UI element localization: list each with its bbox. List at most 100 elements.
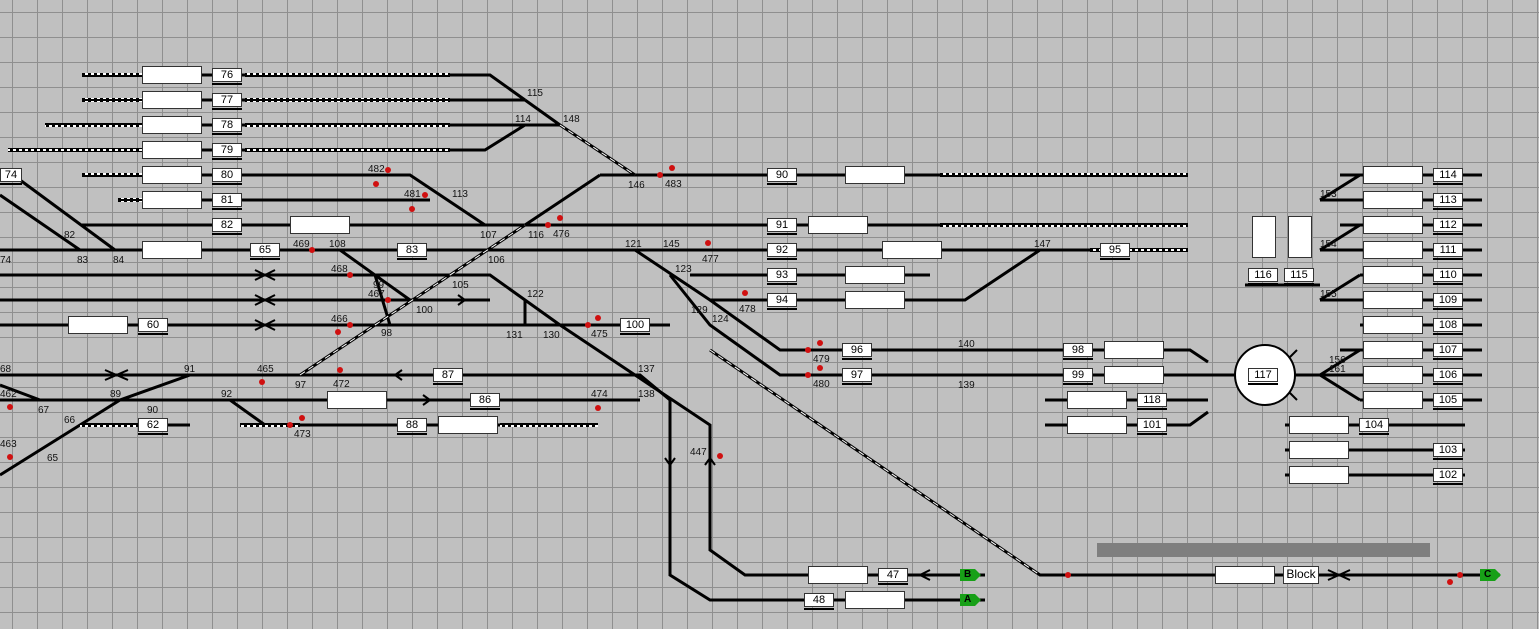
signal-number[interactable]: 474 bbox=[591, 389, 608, 400]
train-box-vertical[interactable] bbox=[1252, 216, 1276, 258]
train-box[interactable] bbox=[845, 591, 905, 609]
track-label[interactable]: 112 bbox=[1433, 218, 1463, 235]
track-right-switches[interactable] bbox=[1319, 173, 1361, 402]
track-label[interactable]: 106 bbox=[1433, 368, 1463, 385]
track-275[interactable] bbox=[0, 273, 561, 327]
train-box[interactable] bbox=[142, 66, 202, 84]
track-label[interactable]: 78 bbox=[212, 118, 242, 135]
train-box[interactable] bbox=[1363, 316, 1423, 334]
signal-number[interactable]: 476 bbox=[553, 229, 570, 240]
track-diag-122[interactable] bbox=[523, 300, 560, 327]
track-label[interactable]: 95 bbox=[1100, 243, 1130, 260]
track-diag-84[interactable] bbox=[19, 178, 116, 252]
endpoint-c[interactable]: C bbox=[1484, 569, 1492, 580]
track-label[interactable]: 77 bbox=[212, 93, 242, 110]
track-label[interactable]: 97 bbox=[842, 368, 872, 385]
train-box[interactable] bbox=[1104, 366, 1164, 384]
train-box[interactable] bbox=[142, 191, 202, 209]
train-box[interactable] bbox=[1363, 191, 1423, 209]
train-box[interactable] bbox=[1363, 166, 1423, 184]
track-label[interactable]: 99 bbox=[1063, 368, 1093, 385]
signal-lamps[interactable] bbox=[7, 165, 1463, 585]
track-diag-67[interactable] bbox=[0, 383, 41, 402]
train-box[interactable] bbox=[1363, 241, 1423, 259]
track-label[interactable]: 82 bbox=[212, 218, 242, 235]
train-box[interactable] bbox=[1363, 341, 1423, 359]
train-box[interactable] bbox=[808, 216, 868, 234]
signal-number[interactable]: 447 bbox=[690, 447, 707, 458]
train-box[interactable] bbox=[142, 241, 202, 259]
track-47[interactable] bbox=[559, 323, 985, 577]
signal-number[interactable]: 475 bbox=[591, 329, 608, 340]
endpoint-markers[interactable] bbox=[960, 569, 1501, 606]
train-box[interactable] bbox=[1363, 366, 1423, 384]
train-box[interactable] bbox=[142, 91, 202, 109]
signal-number[interactable]: 472 bbox=[333, 379, 350, 390]
track-diag-82[interactable] bbox=[0, 193, 110, 252]
train-box[interactable] bbox=[290, 216, 350, 234]
train-box[interactable] bbox=[1067, 416, 1127, 434]
track-label[interactable]: 62 bbox=[138, 418, 168, 435]
signal-number[interactable]: 477 bbox=[702, 254, 719, 265]
train-box[interactable] bbox=[327, 391, 387, 409]
signal-number[interactable]: 479 bbox=[813, 354, 830, 365]
track-label[interactable]: 111 bbox=[1433, 243, 1463, 260]
track-label[interactable]: 110 bbox=[1433, 268, 1463, 285]
track-375-down[interactable] bbox=[0, 373, 985, 602]
track-label[interactable]: 80 bbox=[212, 168, 242, 185]
track-97[interactable] bbox=[668, 274, 1210, 377]
track-label[interactable]: 91 bbox=[767, 218, 797, 235]
train-box[interactable] bbox=[1363, 216, 1423, 234]
signal-number[interactable]: 463 bbox=[0, 439, 17, 450]
train-box[interactable] bbox=[808, 566, 868, 584]
train-box[interactable] bbox=[1289, 416, 1349, 434]
train-box[interactable] bbox=[68, 316, 128, 334]
train-box[interactable] bbox=[1363, 266, 1423, 284]
track-label[interactable]: 81 bbox=[212, 193, 242, 210]
track-label[interactable]: 47 bbox=[878, 568, 908, 585]
train-box-vertical[interactable] bbox=[1288, 216, 1312, 258]
track-label[interactable]: 103 bbox=[1433, 443, 1463, 460]
track-label[interactable]: 105 bbox=[1433, 393, 1463, 410]
signal-number[interactable]: 480 bbox=[813, 379, 830, 390]
track-label[interactable]: 48 bbox=[804, 593, 834, 610]
signal-number[interactable]: 468 bbox=[331, 264, 348, 275]
train-box[interactable] bbox=[142, 116, 202, 134]
track-label-edge[interactable]: 74 bbox=[0, 168, 22, 185]
endpoint-b[interactable]: B bbox=[964, 569, 972, 580]
train-box[interactable] bbox=[438, 416, 498, 434]
track-label[interactable]: 108 bbox=[1433, 318, 1463, 335]
train-box[interactable] bbox=[1104, 341, 1164, 359]
track-label[interactable]: 86 bbox=[470, 393, 500, 410]
train-box[interactable] bbox=[142, 141, 202, 159]
track-label[interactable]: 79 bbox=[212, 143, 242, 160]
track-diag-99[interactable] bbox=[374, 273, 411, 302]
train-box[interactable] bbox=[845, 266, 905, 284]
train-box[interactable] bbox=[845, 291, 905, 309]
train-box[interactable] bbox=[845, 166, 905, 184]
track-label[interactable]: 107 bbox=[1433, 343, 1463, 360]
track-label[interactable]: 92 bbox=[767, 243, 797, 260]
track-label[interactable]: 104 bbox=[1359, 418, 1389, 435]
track-label[interactable]: 102 bbox=[1433, 468, 1463, 485]
track-79[interactable] bbox=[8, 123, 526, 152]
train-box[interactable] bbox=[1289, 466, 1349, 484]
train-box[interactable] bbox=[1215, 566, 1275, 584]
train-box[interactable] bbox=[882, 241, 942, 259]
track-96[interactable] bbox=[634, 248, 1209, 364]
track-label[interactable]: 96 bbox=[842, 343, 872, 360]
track-label[interactable]: 101 bbox=[1137, 418, 1167, 435]
signal-number[interactable]: 483 bbox=[665, 179, 682, 190]
track-label[interactable]: 88 bbox=[397, 418, 427, 435]
signal-number[interactable]: 469 bbox=[293, 239, 310, 250]
track-label[interactable]: 113 bbox=[1433, 193, 1463, 210]
block-label[interactable]: Block bbox=[1283, 566, 1319, 584]
track-diag-108[interactable] bbox=[339, 248, 392, 326]
turntable-label[interactable]: 117 bbox=[1248, 368, 1278, 385]
track-label[interactable]: 115 bbox=[1284, 268, 1314, 285]
track-label[interactable]: 83 bbox=[397, 243, 427, 260]
track-label[interactable]: 118 bbox=[1137, 393, 1167, 410]
track-label[interactable]: 90 bbox=[767, 168, 797, 185]
track-label[interactable]: 114 bbox=[1433, 168, 1463, 185]
track-label[interactable]: 65 bbox=[250, 243, 280, 260]
